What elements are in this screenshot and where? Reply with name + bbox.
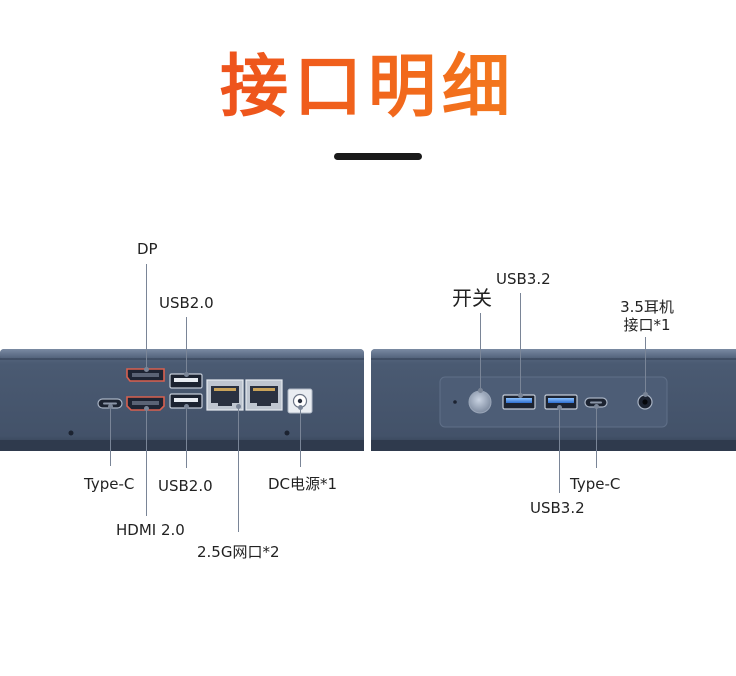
leader-type-c-front (596, 406, 597, 468)
leader-dot-usb32-top (518, 393, 523, 398)
leader-usb32-top (520, 293, 521, 396)
front-type-c-port (584, 397, 608, 408)
rear-usb20-ports (169, 373, 203, 409)
leader-dot-type-c-rear (108, 404, 113, 409)
hdmi-port (126, 396, 165, 411)
audio-jack (637, 394, 653, 410)
rear-type-c-port (97, 398, 123, 409)
label-type-c-front: Type-C (570, 475, 621, 493)
leader-dot-usb32-bottom (557, 405, 562, 410)
leader-dp (146, 264, 147, 370)
power-button-graphic (468, 390, 492, 414)
label-dp: DP (137, 240, 158, 258)
leader-dot-type-c-front (594, 404, 599, 409)
leader-dot-lan (236, 404, 241, 409)
leader-usb32-bottom (559, 407, 560, 493)
front-usb32-ports (502, 394, 578, 410)
label-dc: DC电源*1 (268, 475, 338, 493)
leader-power (480, 313, 481, 391)
label-power: 开关 (452, 286, 492, 310)
label-lan: 2.5G网口*2 (197, 543, 280, 561)
leader-type-c-rear (110, 406, 111, 466)
rear-lock-hole-right (284, 430, 290, 436)
leader-hdmi (146, 408, 147, 516)
label-hdmi: HDMI 2.0 (116, 521, 185, 539)
status-led (453, 400, 457, 404)
leader-dot-audio (643, 392, 648, 397)
label-usb20-bottom: USB2.0 (158, 477, 213, 495)
label-audio-line2: 接口*1 (623, 316, 671, 334)
leader-usb20-top (186, 317, 187, 375)
dp-port (126, 368, 165, 382)
leader-audio (645, 337, 646, 395)
label-type-c-rear: Type-C (84, 475, 135, 493)
leader-usb20-bottom (186, 406, 187, 468)
leader-dot-dc (298, 405, 303, 410)
leader-dc (300, 407, 301, 467)
label-audio: 3.5耳机 接口*1 (612, 298, 682, 334)
leader-dot-usb20-bottom (184, 404, 189, 409)
label-usb32-top: USB3.2 (496, 270, 551, 288)
lan-ports (206, 379, 283, 411)
page-title: 接口明细 (0, 48, 736, 128)
leader-dot-hdmi (144, 406, 149, 411)
leader-dot-usb20-top (184, 372, 189, 377)
leader-dot-dp (144, 367, 149, 372)
label-usb20-top: USB2.0 (159, 294, 214, 312)
leader-lan (238, 406, 239, 532)
rear-lock-hole-left (68, 430, 74, 436)
leader-dot-power (478, 388, 483, 393)
label-usb32-bottom: USB3.2 (530, 499, 585, 517)
title-underline (334, 153, 422, 160)
label-audio-line1: 3.5耳机 (620, 298, 674, 316)
